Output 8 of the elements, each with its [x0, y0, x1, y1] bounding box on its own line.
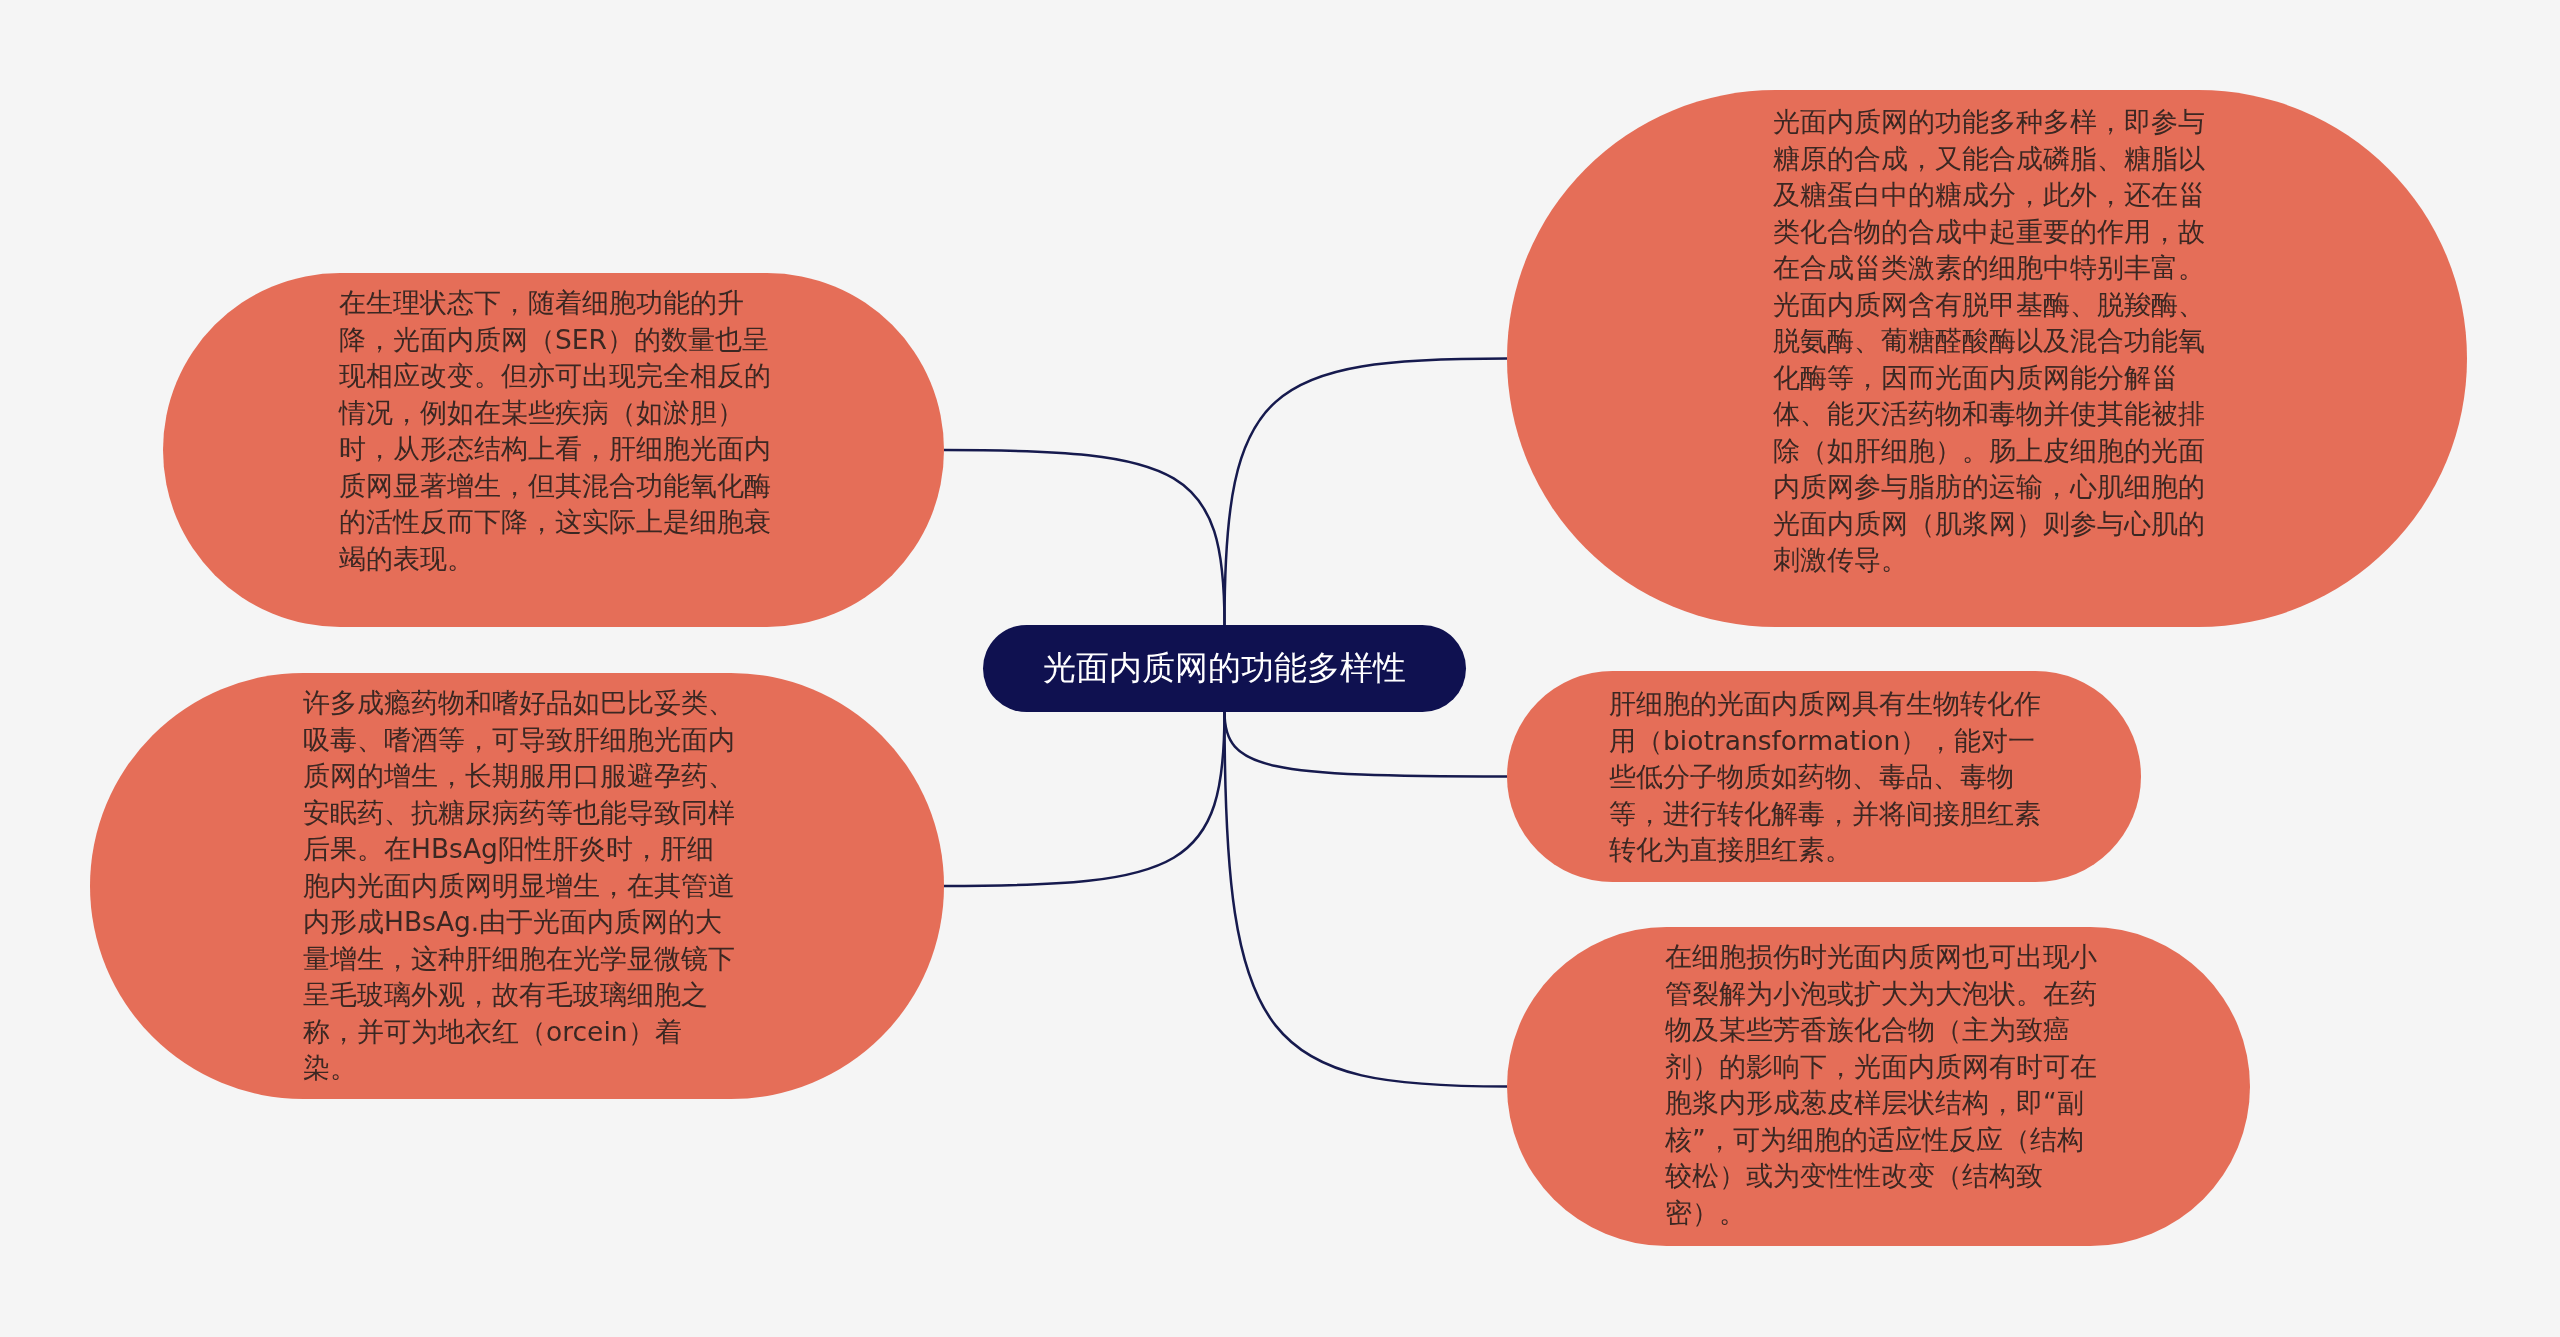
topic-text: 光面内质网的功能多种多样，即参与糖原的合成，又能合成磷脂、糖脂以及糖蛋白中的糖成分，此外，还在甾类化合物的合成中起重要的作用，故在合成甾类激素的细胞中特别丰富。光面内质网含有脱甲基酶、脱羧酶、脱氨酶、葡糖醛酸酶以及混合功能氧化酶等，因而光面内质网能分解甾体、能灭活药物和毒物并使其能被排除（如肝细胞）。肠上皮细胞的光面内质网参与脂肪的运输，心肌细胞的光面内质网（肌浆网）则参与心肌的刺激传导。 — [1773, 105, 2205, 577]
topic-text: 许多成瘾药物和嗜好品如巴比妥类、吸毒、嗜酒等，可导致肝细胞光面内质网的增生，长期服用口服避孕药、安眠药、抗糖尿病药等也能导致同样后果。在HBsAg阳性肝炎时，肝细胞内光面内质网明显增生，在其管道内形成HBsAg.由于光面内质网的大量增生，这种肝细胞在光学显微镜下呈毛玻璃外观，故有毛玻璃细胞之称，并可为地衣红（orcein）着染。 — [303, 686, 735, 1085]
topic-text: 肝细胞的光面内质网具有生物转化作用（biotransformation），能对一些低分子物质如药物、毒品、毒物等，进行转化解毒，并将间接胆红素转化为直接胆红素。 — [1609, 687, 2041, 867]
topic-text: 在细胞损伤时光面内质网也可出现小管裂解为小泡或扩大为大泡状。在药物及某些芳香族化合物（主为致癌剂）的影响下，光面内质网有时可在胞浆内形成葱皮样层状结构，即“副核”，可为细胞的适应性反应（结构较松）或为变性性改变（结构致密）。 — [1665, 940, 2097, 1230]
topic-text: 在生理状态下，随着细胞功能的升降，光面内质网（SER）的数量也呈现相应改变。但亦可出现完全相反的情况，例如在某些疾病（如淤胆）时，从形态结构上看，肝细胞光面内质网显著增生，但其混合功能氧化酶的活性反而下降，这实际上是细胞衰竭的表现。 — [339, 286, 771, 576]
topic-title: 光面内质网的功能多样性 — [1043, 647, 1406, 689]
connector-curve — [944, 448, 1226, 626]
connector-curve — [944, 711, 1226, 888]
